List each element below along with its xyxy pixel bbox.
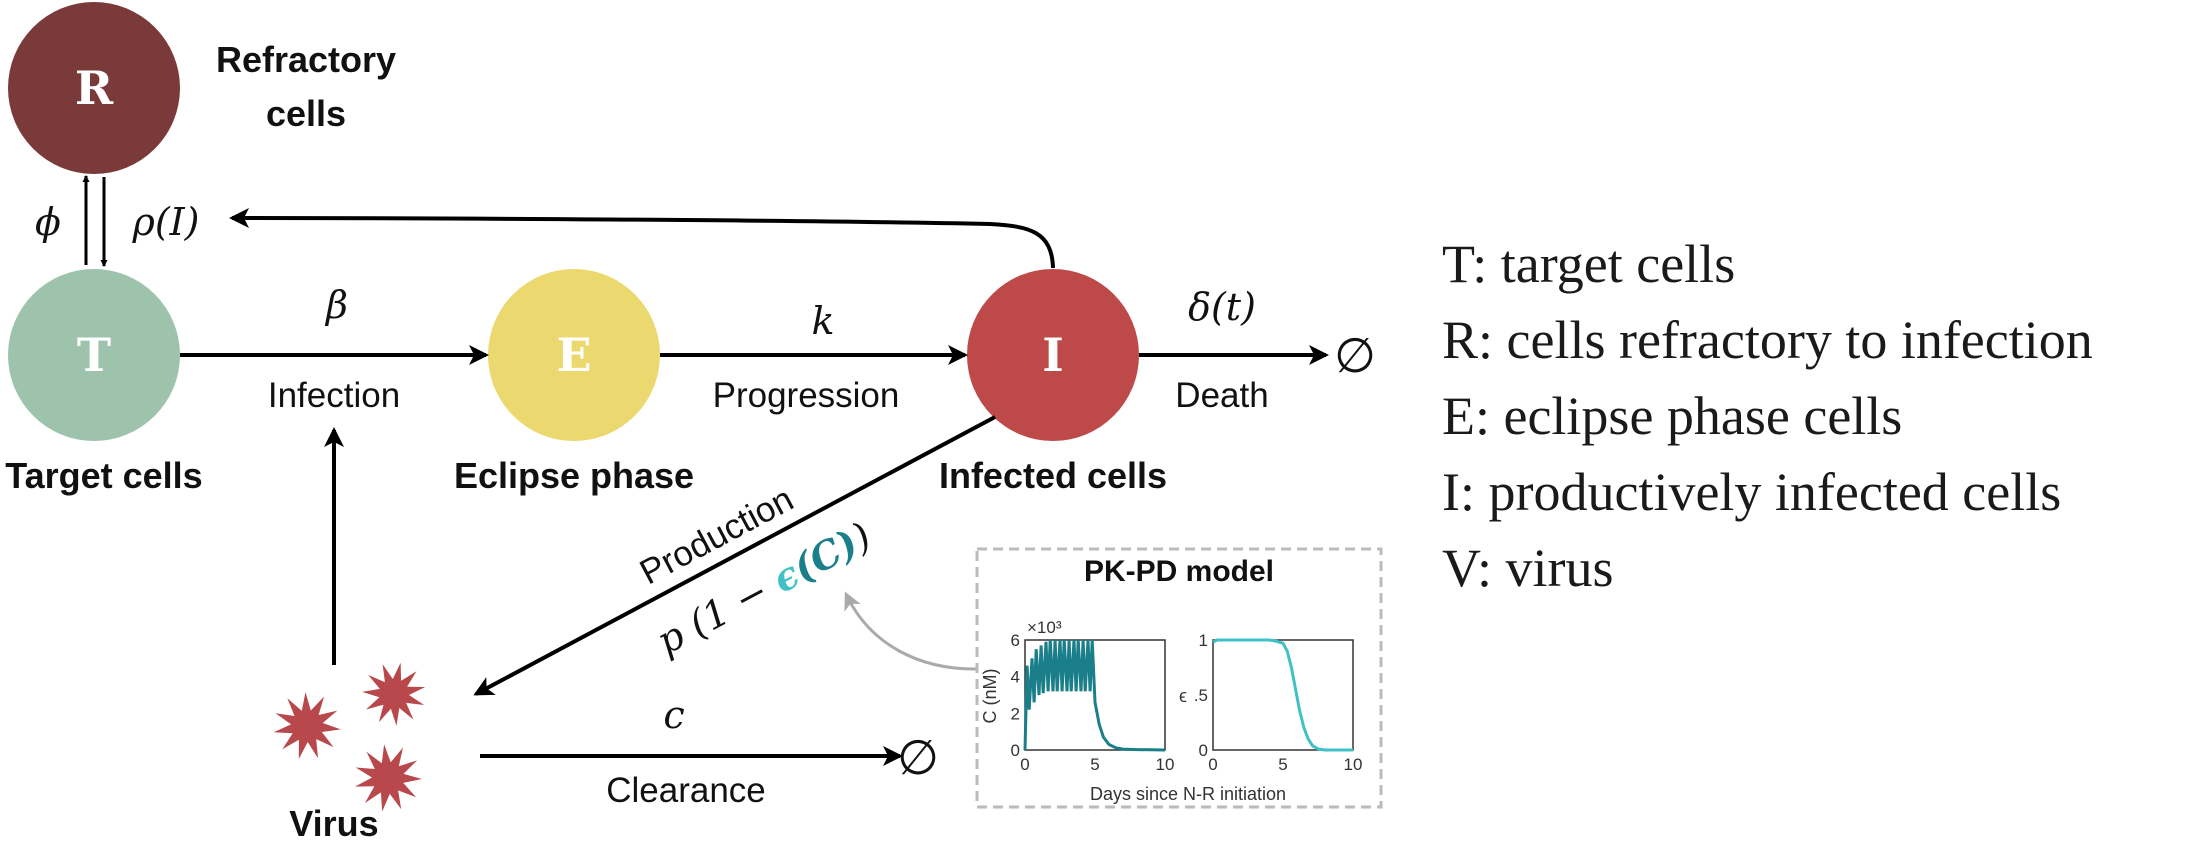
node-target: T — [8, 269, 180, 441]
y-tick-label: 6 — [1011, 631, 1020, 650]
x-tick-label: 10 — [1344, 755, 1363, 774]
legend-item-t: T: target cells — [1442, 234, 1735, 294]
node-r-caption-line1: Refractory — [216, 39, 396, 80]
label-phi: ϕ — [35, 200, 61, 244]
clearance-empty-set: ∅ — [897, 730, 939, 786]
x-tick-label: 0 — [1020, 755, 1029, 774]
pkpd-title: PK-PD model — [1084, 555, 1274, 588]
node-e-letter: E — [556, 328, 591, 382]
node-infected: I — [967, 269, 1139, 441]
chart2-yticks: 0.51 — [1194, 631, 1208, 760]
node-i-caption: Infected cells — [939, 455, 1167, 496]
label-death: Death — [1175, 376, 1268, 415]
legend-item-r: R: cells refractory to infection — [1442, 310, 2093, 370]
pkpd-xlabel: Days since N-R initiation — [1090, 784, 1286, 804]
label-rho: ρ(I) — [131, 200, 199, 244]
chart1-series-line — [1023, 639, 1166, 752]
chart1-xticks: 0 5 10 — [1020, 755, 1174, 774]
node-i-circle — [967, 269, 1139, 441]
label-k: k — [811, 299, 834, 343]
chart1-ylabel: C (nM) — [980, 669, 1000, 724]
y-tick-label: 0 — [1199, 741, 1208, 760]
x-tick-label: 0 — [1208, 755, 1217, 774]
legend-item-i: I: productively infected cells — [1442, 462, 2061, 522]
y-tick-label: 1 — [1199, 631, 1208, 650]
node-t-circle — [8, 269, 180, 441]
virus-particles — [273, 662, 426, 812]
node-i-letter: I — [1042, 328, 1064, 382]
node-refractory: R — [8, 2, 180, 174]
chart1-yticks: 0 2 4 6 — [1011, 631, 1020, 760]
chart2-ylabel: ϵ — [1179, 686, 1187, 706]
y-tick-label: .5 — [1194, 686, 1208, 705]
legend: T: target cells R: cells refractory to i… — [1442, 234, 2093, 598]
node-eclipse: E — [488, 269, 660, 441]
label-progression: Progression — [713, 376, 900, 415]
node-r-letter: R — [75, 61, 114, 115]
y-tick-label: 0 — [1011, 741, 1020, 760]
legend-item-e: E: eclipse phase cells — [1442, 386, 1902, 446]
virus-particle-icon — [362, 662, 426, 726]
x-tick-label: 5 — [1278, 755, 1287, 774]
node-e-caption: Eclipse phase — [454, 455, 694, 496]
edge-i-to-r — [229, 208, 1055, 269]
chart2-xticks: 0 5 10 — [1208, 755, 1362, 774]
label-clearance: Clearance — [606, 771, 766, 810]
node-t-letter: T — [77, 328, 111, 382]
edge-i-to-virus — [473, 415, 996, 696]
chart2-series-line — [1212, 638, 1353, 752]
node-e-circle — [488, 269, 660, 441]
death-empty-set: ∅ — [1334, 328, 1376, 384]
node-t-caption: Target cells — [5, 455, 202, 496]
virus-particle-icon — [273, 692, 341, 759]
label-c: c — [663, 693, 684, 737]
label-beta: β — [324, 283, 348, 327]
y-tick-label: 4 — [1011, 668, 1020, 687]
x-tick-label: 5 — [1090, 755, 1099, 774]
node-r-caption-line2: cells — [266, 93, 346, 134]
edge-pkpd-to-epsilon — [844, 591, 979, 671]
chart1-scale-note: ×10³ — [1027, 618, 1062, 637]
x-tick-label: 10 — [1156, 755, 1175, 774]
legend-item-v: V: virus — [1442, 538, 1614, 598]
y-tick-label: 2 — [1011, 704, 1020, 723]
label-infection: Infection — [268, 376, 400, 415]
label-delta: δ(t) — [1188, 285, 1256, 329]
node-r-circle — [8, 2, 180, 174]
chart2-frame — [1212, 639, 1354, 751]
pkpd-chart-concentration: ×10³ C (nM) 0 5 10 0 2 4 6 — [980, 618, 1174, 774]
virus-particle-icon — [355, 744, 422, 812]
node-v-caption: Virus — [289, 803, 378, 843]
